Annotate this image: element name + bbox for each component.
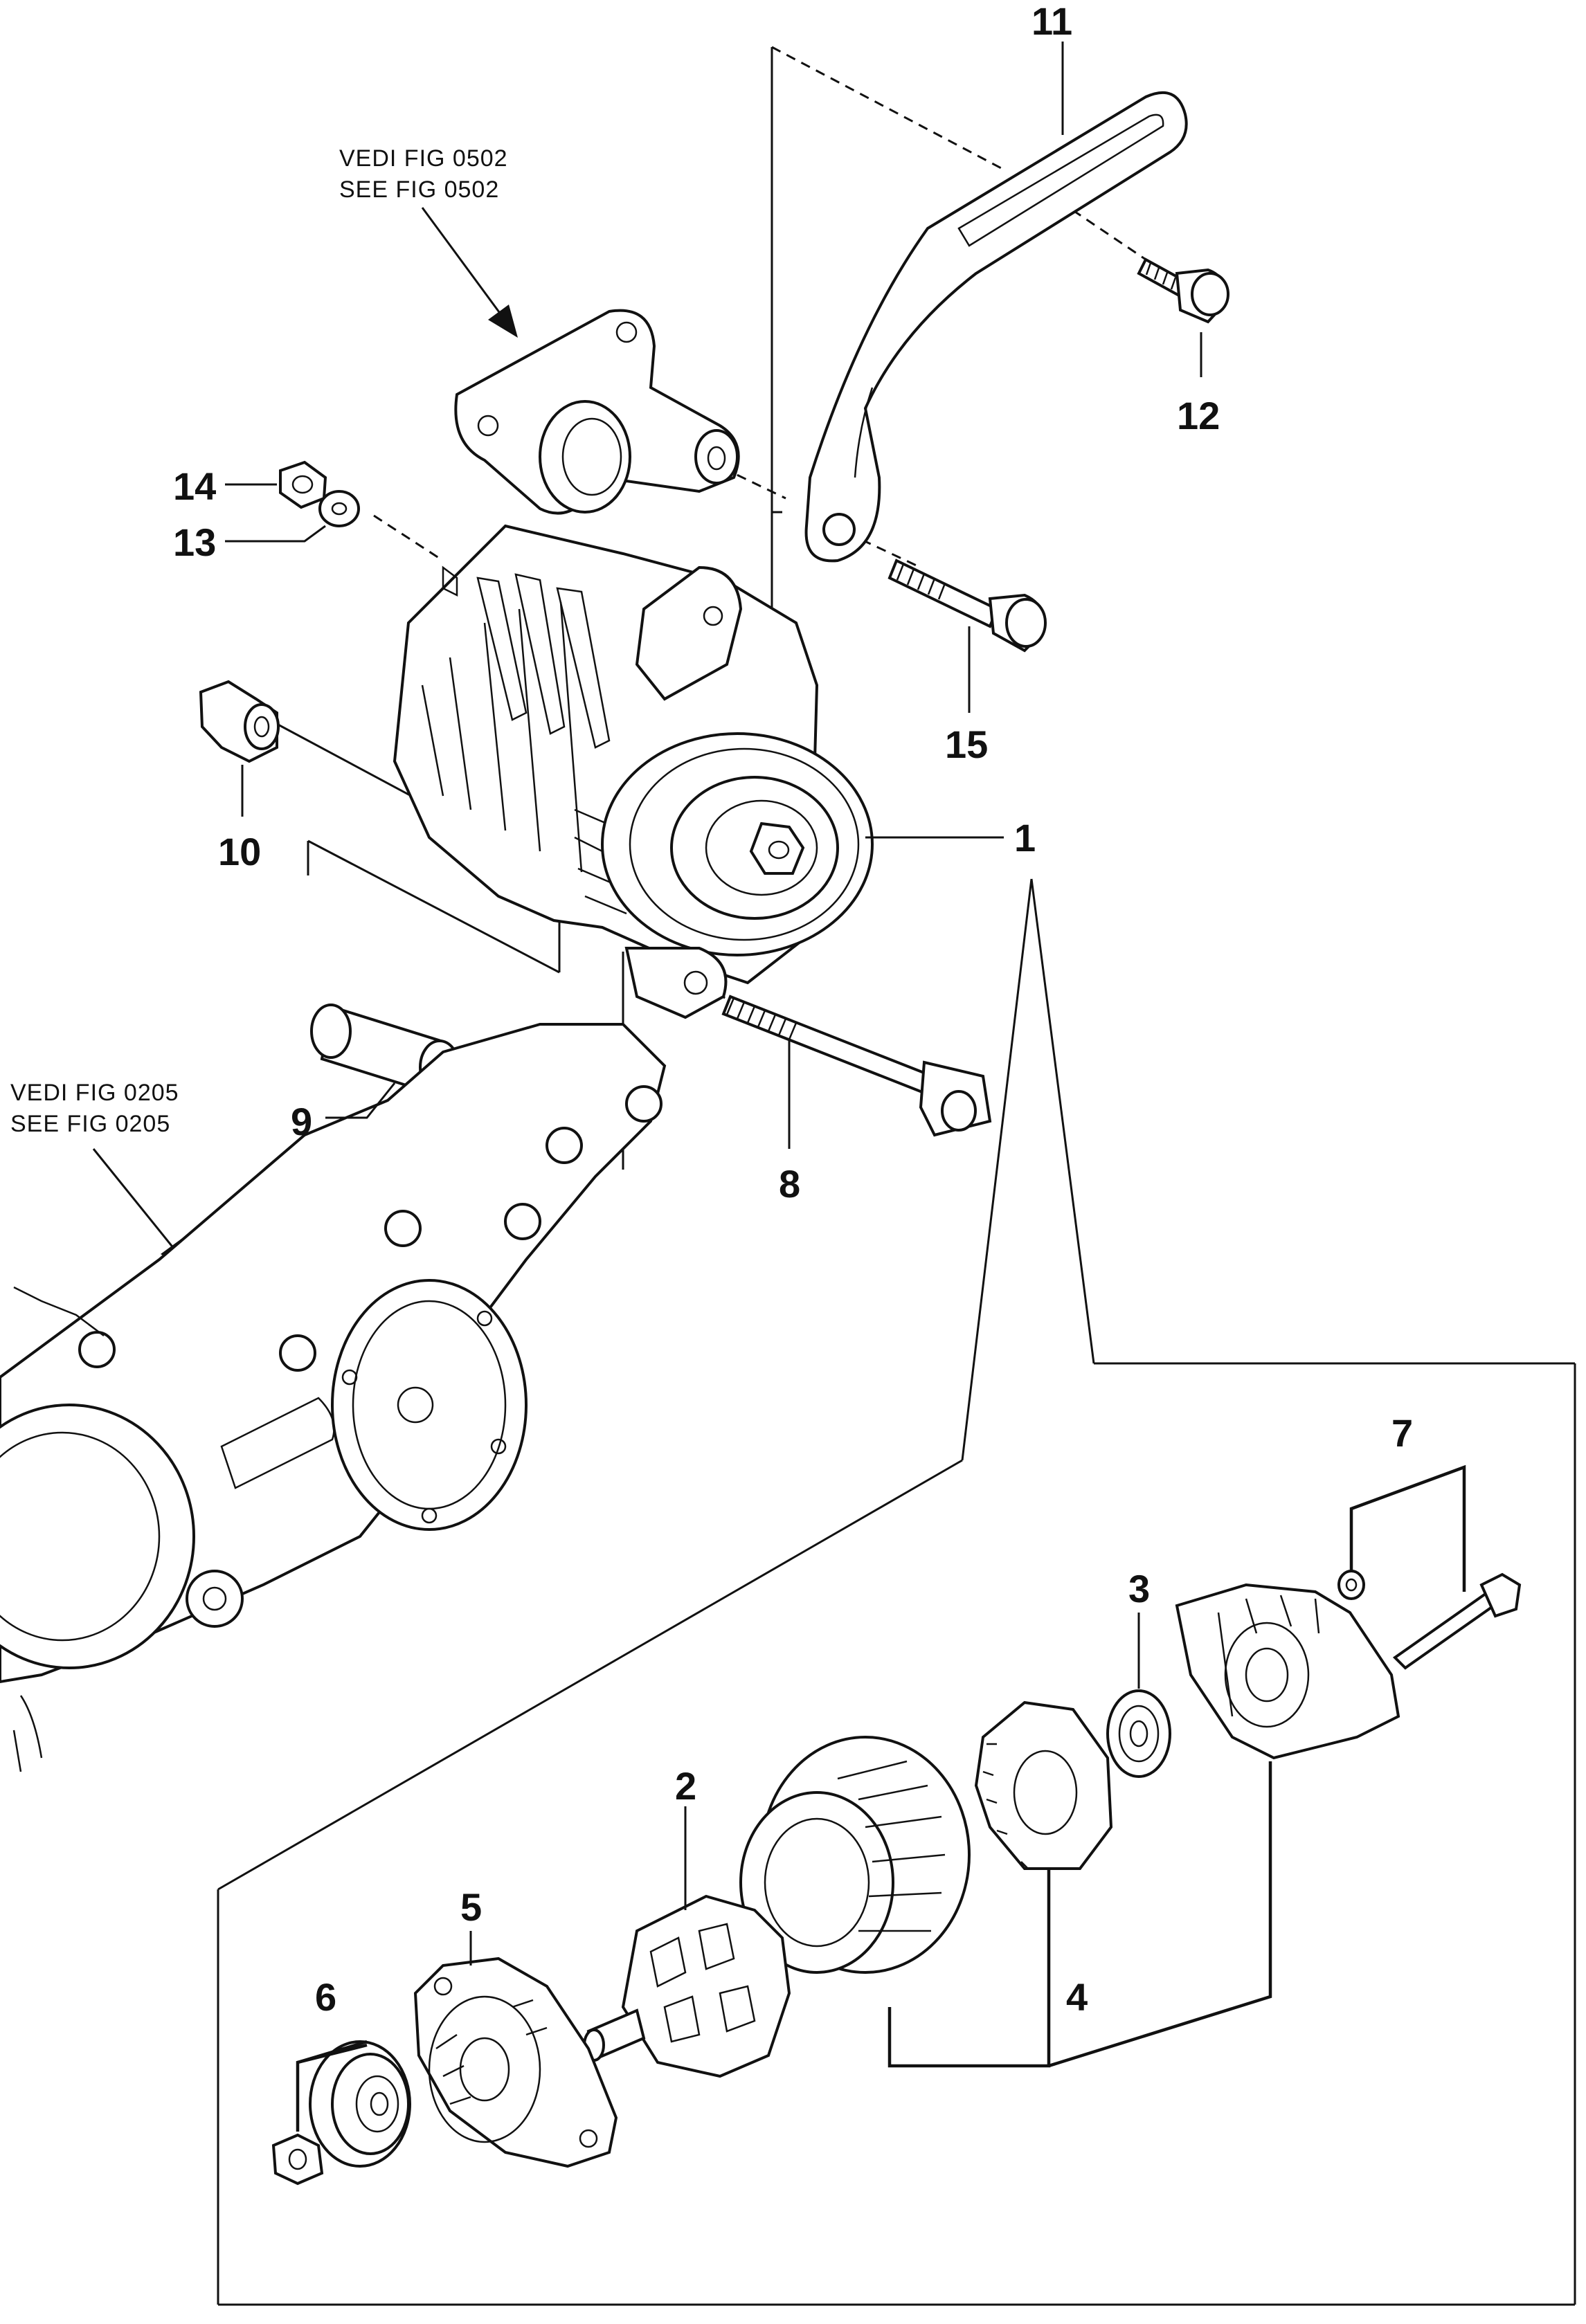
washer-13 bbox=[318, 490, 360, 527]
callout-numbers: 11 12 14 13 10 15 1 9 8 7 3 4 2 5 6 bbox=[173, 0, 1413, 2019]
stator-4 bbox=[739, 1736, 971, 1974]
through-bolt-7 bbox=[1337, 1570, 1522, 1670]
alternator-assembly bbox=[393, 524, 874, 1019]
callout-11: 11 bbox=[1031, 0, 1072, 43]
bolt-12 bbox=[1137, 257, 1229, 324]
ref-0502-en: SEE FIG 0502 bbox=[339, 176, 499, 203]
callout-6: 6 bbox=[315, 1975, 336, 2019]
engine-front-cover bbox=[0, 1023, 667, 1772]
rotor-2 bbox=[583, 1894, 791, 2078]
callout-3: 3 bbox=[1128, 1567, 1150, 1610]
rectifier-plate bbox=[974, 1700, 1113, 1870]
adjusting-link-bracket bbox=[804, 91, 1188, 563]
callout-4: 4 bbox=[1066, 1975, 1088, 2019]
arrow-head-icon bbox=[488, 305, 518, 338]
nut-10 bbox=[199, 680, 280, 763]
bearing-3 bbox=[1106, 1689, 1171, 1778]
bolt-15 bbox=[887, 559, 1047, 653]
callout-8: 8 bbox=[779, 1162, 800, 1206]
rear-housing bbox=[1175, 1583, 1400, 1760]
front-housing-5 bbox=[413, 1957, 618, 2168]
callout-15: 15 bbox=[945, 723, 988, 766]
long-bolt-8 bbox=[721, 995, 992, 1137]
callout-leaders bbox=[225, 42, 1466, 2132]
reference-note-0205: VEDI FIG 0205 SEE FIG 0205 bbox=[10, 1080, 192, 1273]
callout-10: 10 bbox=[218, 830, 261, 873]
upper-mounting-bracket bbox=[454, 309, 740, 515]
callout-5: 5 bbox=[460, 1885, 482, 1929]
nut-6 bbox=[271, 2133, 324, 2186]
callout-12: 12 bbox=[1177, 394, 1220, 437]
callout-7: 7 bbox=[1391, 1411, 1413, 1455]
callout-14: 14 bbox=[173, 464, 216, 508]
ref-0205-en: SEE FIG 0205 bbox=[10, 1111, 170, 1137]
exploded-view-frame bbox=[217, 878, 1576, 2306]
callout-13: 13 bbox=[173, 520, 216, 564]
pulley-6 bbox=[309, 2040, 411, 2168]
callout-1: 1 bbox=[1014, 816, 1036, 860]
ref-0205-it: VEDI FIG 0205 bbox=[10, 1080, 179, 1106]
nut-14 bbox=[279, 460, 327, 509]
ref-0502-it: VEDI FIG 0502 bbox=[339, 145, 508, 172]
reference-note-0502: VEDI FIG 0502 SEE FIG 0502 bbox=[339, 145, 518, 338]
callout-2: 2 bbox=[675, 1764, 696, 1808]
callout-9: 9 bbox=[291, 1100, 312, 1143]
